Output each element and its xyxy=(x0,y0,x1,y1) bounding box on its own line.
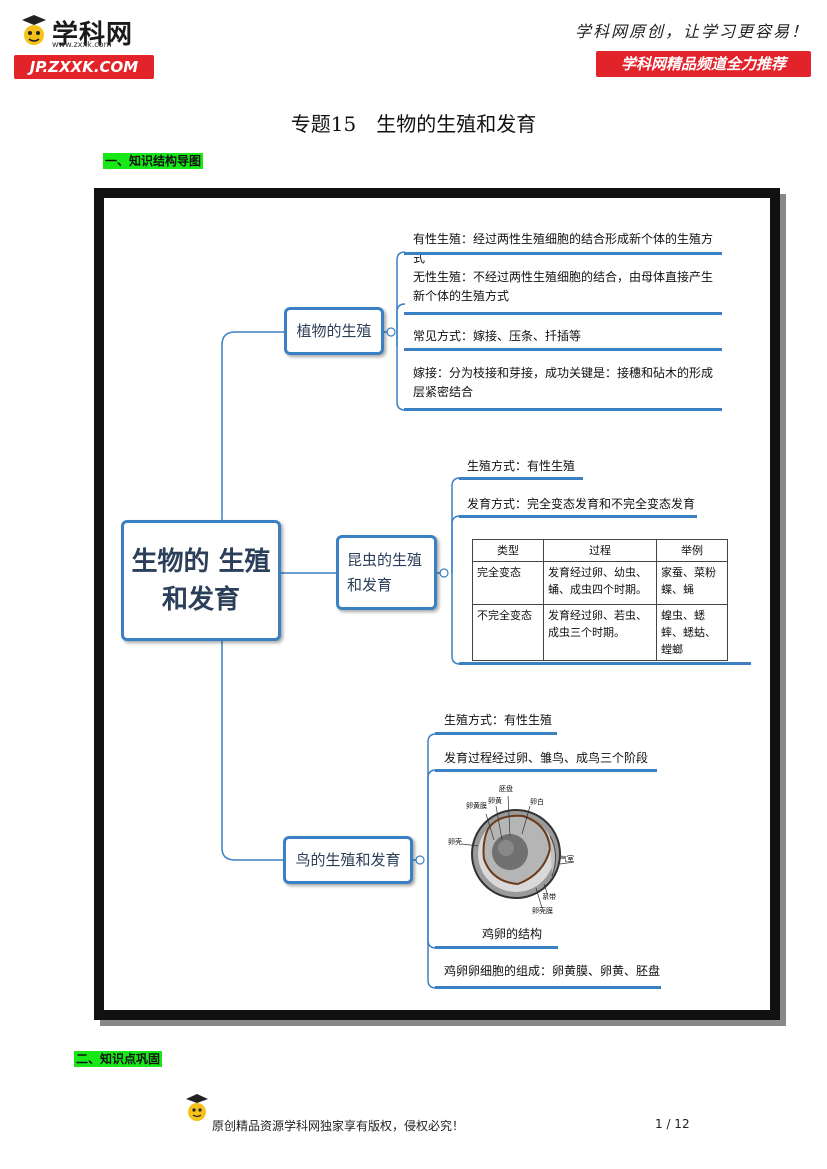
logo-mascot-icon xyxy=(18,14,50,50)
branch-insect: 昆虫的生殖和发育 xyxy=(336,535,437,610)
table-cell: 家蚕、菜粉蝶、蝇 xyxy=(656,561,728,605)
egg-label: 卵壳 xyxy=(448,838,462,846)
section-heading-1: 一、知识结构导图 xyxy=(103,153,204,169)
table-header: 过程 xyxy=(543,539,657,562)
table-cell: 蝗虫、蟋蟀、蟋蛄、螳螂 xyxy=(656,604,728,661)
branch-bird: 鸟的生殖和发育 xyxy=(283,836,413,884)
branch-bird-label: 鸟的生殖和发育 xyxy=(295,851,401,869)
plant-leaf-4: 嫁接：分为枝接和芽接，成功关键是：接穗和砧木的形成层紧密结合 xyxy=(413,366,714,399)
bird-leaf-4: 鸡卵卵细胞的组成：卵黄膜、卵黄、胚盘 xyxy=(444,964,661,978)
page-title: 专题15 生物的生殖和发育 xyxy=(290,112,537,136)
footer-mascot-icon xyxy=(183,1093,211,1125)
egg-label: 卵白 xyxy=(530,798,544,806)
table-row: 不完全变态 发育经过卵、若虫、成虫三个时期。 蝗虫、蟋蟀、蟋蛄、螳螂 xyxy=(472,604,728,661)
insect-leaf-1: 生殖方式：有性生殖 xyxy=(467,459,576,473)
channel-badge: 学科网精品频道全力推荐 xyxy=(596,51,811,77)
plant-leaf-3: 常见方式：嫁接、压条、扦插等 xyxy=(413,329,582,343)
table-row: 完全变态 发育经过卵、幼虫、蛹、成虫四个时期。 家蚕、菜粉蝶、蝇 xyxy=(472,561,728,605)
table-cell: 完全变态 xyxy=(472,561,544,605)
insect-leaf-2: 发育方式：完全变态发育和不完全变态发育 xyxy=(467,497,696,511)
table-cell: 发育经过卵、幼虫、蛹、成虫四个时期。 xyxy=(543,561,657,605)
branch-plant-label: 植物的生殖 xyxy=(296,322,372,340)
egg-label: 卵壳膜 xyxy=(532,907,553,915)
branch-plant: 植物的生殖 xyxy=(284,307,384,355)
egg-label: 卵黄 xyxy=(488,797,502,805)
egg-structure-diagram: 胚盘 卵黄膜 卵黄 卵白 卵壳 气室 系带 卵壳膜 xyxy=(448,784,580,915)
table-cell: 不完全变态 xyxy=(472,604,544,661)
table-cell: 发育经过卵、若虫、成虫三个时期。 xyxy=(543,604,657,661)
slogan: 学科网原创，让学习更容易！ xyxy=(574,22,809,41)
mindmap-root: 生物的 生殖和发育 xyxy=(121,520,281,641)
egg-label: 气室 xyxy=(560,855,574,863)
section-heading-2: 二、知识点巩固 xyxy=(74,1051,163,1067)
egg-label: 卵黄膜 xyxy=(466,802,487,810)
footer-copyright: 原创精品资源学科网独家享有版权，侵权必究！ xyxy=(212,1119,465,1133)
bird-leaf-3: 鸡卵的结构 xyxy=(482,927,543,941)
table-header: 类型 xyxy=(472,539,544,562)
egg-label: 系带 xyxy=(542,893,556,901)
table-header: 举例 xyxy=(656,539,728,562)
logo-title: 学科网 xyxy=(52,20,134,50)
branch-insect-label: 昆虫的生殖和发育 xyxy=(347,551,423,594)
egg-label: 胚盘 xyxy=(499,785,513,793)
bird-leaf-2: 发育过程经过卵、雏鸟、成鸟三个阶段 xyxy=(444,751,649,765)
bird-leaf-1: 生殖方式：有性生殖 xyxy=(444,713,553,727)
page-number: 1 / 12 xyxy=(655,1117,690,1131)
plant-leaf-2: 无性生殖：不经过两性生殖细胞的结合，由母体直接产生新个体的生殖方式 xyxy=(413,270,714,303)
logo-url: www.zxxk.com xyxy=(52,40,112,49)
logo-badge: JP.ZXXK.COM xyxy=(14,55,154,79)
plant-leaf-1: 有性生殖：经过两性生殖细胞的结合形成新个体的生殖方式 xyxy=(413,232,714,265)
metamorphosis-table: 类型 过程 举例 完全变态 发育经过卵、幼虫、蛹、成虫四个时期。 家蚕、菜粉蝶、… xyxy=(472,539,728,661)
